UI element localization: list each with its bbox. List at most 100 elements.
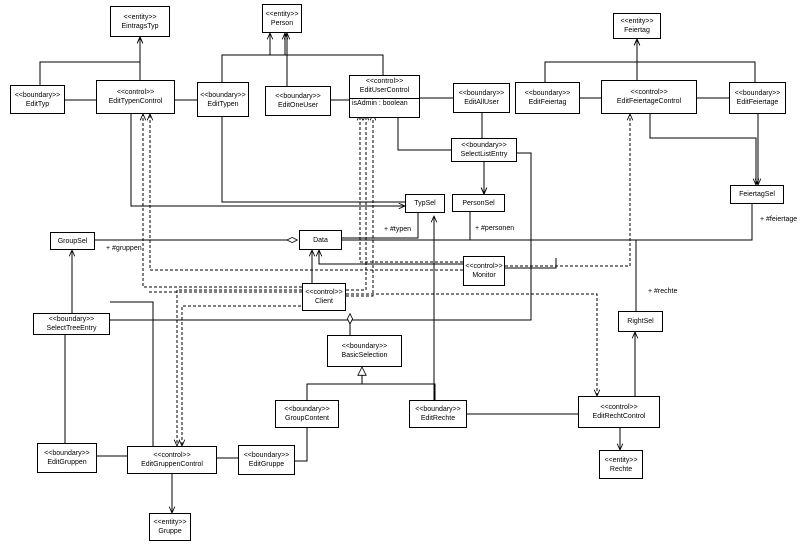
class-name: BasicSelection [341,352,388,359]
class-name: EditFeiertageControl [616,98,682,105]
stereotype-label: <<control>> [365,78,404,85]
class-editusercontrol[interactable]: <<control>> EditUserControl isAdmin : bo… [349,75,420,118]
class-name: RightSel [627,318,654,325]
class-feiertagsel[interactable]: FeiertagSel [730,185,784,204]
class-name: Data [313,236,328,244]
stereotype-label: <<control>> [116,89,155,96]
class-editgruppencontrol[interactable]: <<control>> EditGruppenControl [127,446,217,474]
edge-monitor-data [319,250,463,265]
class-name: GroupSel [57,237,88,245]
dep-client-editgruppencontrol-a [177,289,302,446]
class-name: EditGruppe [248,461,285,468]
class-selecttreeentry[interactable]: <<boundary>> SelectTreeEntry [33,313,110,335]
stereotype-label: <<control>> [305,289,343,296]
class-name: EditUserControl [359,87,410,94]
class-edittypencontrol[interactable]: <<control>> EditTypenControl [96,80,175,114]
dep-client-editusercontrol-a [346,114,366,291]
class-editgruppe[interactable]: <<boundary>> EditGruppe [238,445,295,475]
class-eintragstyp[interactable]: <<entity>> EintragsTyp [110,6,170,37]
edge-typsel-data [342,213,419,238]
class-name: EditFeiertag [528,99,567,106]
class-name: Client [315,298,333,305]
stereotype-label: <<entity>> [123,13,157,21]
stereotype-label: <<boundary>> [415,406,461,413]
class-name: EditGruppen [47,459,87,466]
class-rightsel[interactable]: RightSel [618,311,663,332]
stereotype-label: <<boundary>> [14,91,61,99]
dep-monitor-editfeiertagecontrol [505,114,630,267]
class-name: EditRechte [420,415,456,422]
class-name: PersonSel [462,199,495,207]
edge-editfeiertage-feiertag [637,61,756,82]
class-editalluser[interactable]: <<boundary>> EditAllUser [453,83,510,113]
class-groupcontent[interactable]: <<boundary>> GroupContent [275,400,339,428]
class-editrechte[interactable]: <<boundary>> EditRechte [409,400,467,428]
class-editfeiertagecontrol[interactable]: <<control>> EditFeiertageControl [601,80,697,114]
stereotype-label: <<boundary>> [48,316,95,323]
dep-monitor-edittypencontrol [150,114,463,271]
class-name: FeiertagSel [739,191,775,198]
stereotype-label: <<entity>> [604,456,638,464]
class-data[interactable]: Data [299,230,342,250]
class-name: SelectListEntry [460,151,508,158]
stereotype-label: <<boundary>> [275,93,321,100]
stereotype-label: <<boundary>> [734,90,781,97]
class-name: EditTyp [25,100,50,108]
edge-groupcontent-editgruppe [295,428,308,461]
class-edittypen[interactable]: <<boundary>> EditTypen [197,82,249,117]
stereotype-label: <<boundary>> [200,91,246,99]
class-name: EditTypen [207,100,239,108]
class-groupsel[interactable]: GroupSel [50,232,95,250]
edge-edituser-person [270,33,384,75]
role-feiertage: + #feiertage [760,216,798,223]
class-editgruppen[interactable]: <<boundary>> EditGruppen [37,443,97,473]
edge-selecttreeentry-editgruppencontrol [110,301,154,446]
class-typsel[interactable]: TypSel [405,194,445,213]
stereotype-label: <<control>> [153,452,191,459]
class-name: Monitor [472,272,496,279]
class-client[interactable]: <<control>> Client [302,283,346,311]
class-attribute: isAdmin : boolean [352,100,408,107]
stereotype-label: <<entity>> [620,18,654,25]
class-name: Rechte [609,465,633,473]
class-editfeiertag[interactable]: <<boundary>> EditFeiertag [515,82,580,114]
class-name: SelectTreeEntry [46,325,97,332]
edge-edittypen-person [221,33,285,82]
class-name: GroupContent [285,415,329,422]
class-edittyp[interactable]: <<boundary>> EditTyp [10,85,65,114]
class-basicselection[interactable]: <<boundary>> BasicSelection [327,335,402,367]
edge-selectlistentry-selecttreeentry [110,152,532,321]
class-name: EditTypenControl [108,98,163,105]
stereotype-label: <<control>> [465,263,503,270]
attribute-separator [350,98,419,99]
class-name: Feiertag [624,27,650,34]
role-personen: + #personen [475,225,515,232]
role-rechte: + #rechte [648,288,678,295]
class-name: EditAllUser [464,99,499,106]
class-name: Person [270,19,294,27]
stereotype-label: <<boundary>> [461,142,507,149]
role-typen: + #typen [384,226,412,233]
class-rechte[interactable]: <<entity>> Rechte [599,450,643,479]
stereotype-label: <<boundary>> [243,452,290,459]
edge-editfeiertagecontrol-feiertagsel-a [649,114,756,185]
class-selectlistentry[interactable]: <<boundary>> SelectListEntry [451,138,517,162]
dep-monitor-editusercontrol [360,114,463,263]
class-monitor[interactable]: <<control>> Monitor [463,256,505,286]
dep-client-editrechtcontrol [346,293,597,396]
class-person[interactable]: <<entity>> Person [262,4,302,33]
class-feiertag[interactable]: <<entity>> Feiertag [613,13,661,39]
class-editfeiertage[interactable]: <<boundary>> EditFeiertage [729,82,786,114]
stereotype-label: <<control>> [630,89,668,96]
class-gruppe[interactable]: <<entity>> Gruppe [149,513,191,541]
class-name: EditGruppenControl [141,461,203,468]
stereotype-label: <<entity>> [265,10,299,18]
edge-edittyp-eintragstyp [39,37,140,85]
role-gruppen: + #gruppen [106,245,142,252]
edge-edittypen-typsel [221,117,405,203]
class-editrechtcontrol[interactable]: <<control>> EditRechtControl [578,396,660,428]
class-name: EditOneUser [277,102,319,109]
class-name: Gruppe [158,528,182,535]
class-personsel[interactable]: PersonSel [452,194,505,212]
class-editoneuser[interactable]: <<boundary>> EditOneUser [265,86,331,116]
